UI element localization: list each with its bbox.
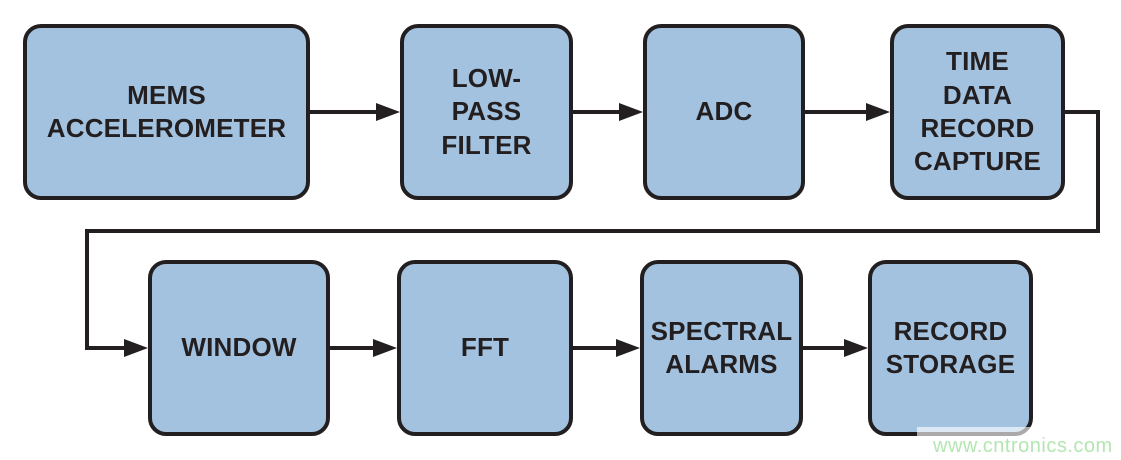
- node-mems-accelerometer: MEMS ACCELEROMETER: [23, 24, 310, 200]
- arrow-window-to-fft: [330, 339, 397, 357]
- arrow-spectral-to-storage: [803, 339, 868, 357]
- node-record-storage: RECORD STORAGE: [868, 260, 1033, 436]
- node-spectral-alarms: SPECTRAL ALARMS: [640, 260, 803, 436]
- arrow-mems-to-lowpass: [310, 103, 400, 121]
- watermark-background: [917, 427, 1121, 440]
- arrow-lowpass-to-adc: [573, 103, 643, 121]
- watermark-text: www.cntronics.com: [933, 435, 1113, 457]
- arrow-fft-to-spectral: [573, 339, 640, 357]
- arrow-adc-to-capture: [805, 103, 890, 121]
- node-time-data-record-capture: TIME DATA RECORD CAPTURE: [890, 24, 1065, 200]
- node-adc: ADC: [643, 24, 805, 200]
- node-low-pass-filter: LOW- PASS FILTER: [400, 24, 573, 200]
- node-fft: FFT: [397, 260, 573, 436]
- node-window: WINDOW: [148, 260, 330, 436]
